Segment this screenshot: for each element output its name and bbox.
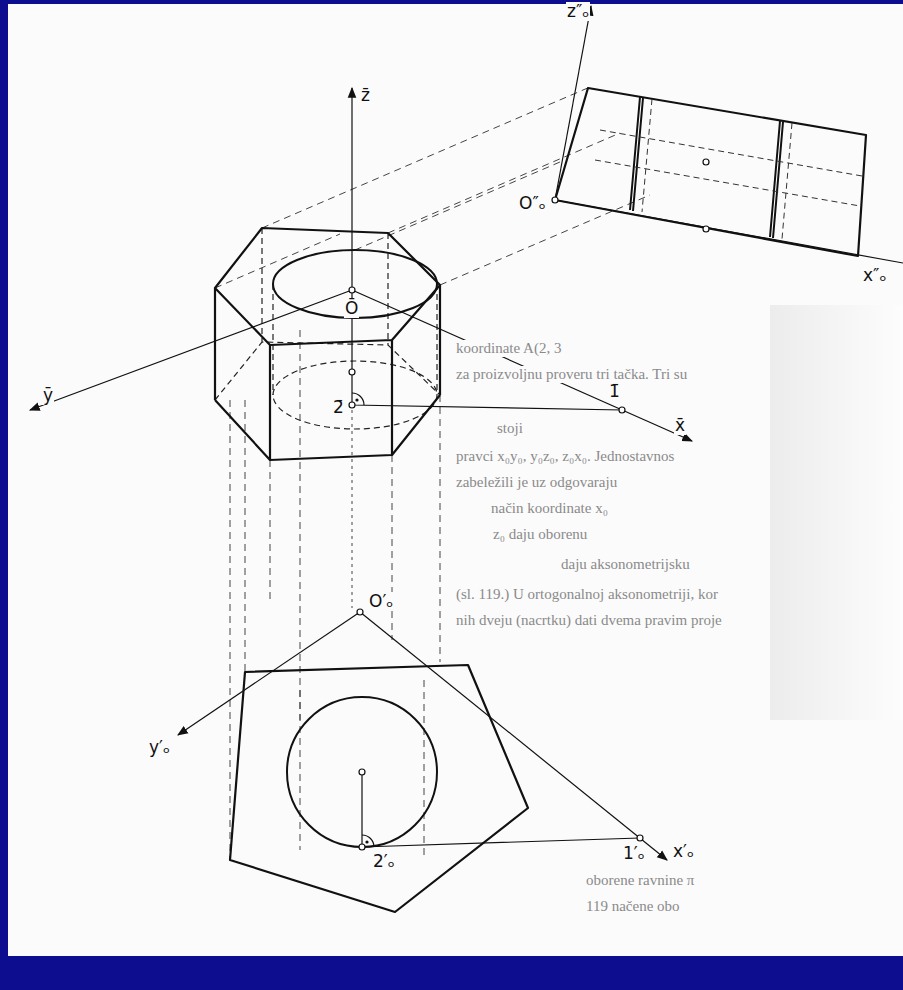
axis-label: z″ₒ: [566, 2, 590, 21]
point: [349, 287, 355, 293]
axis-label: x̄: [674, 416, 686, 435]
axis-label: ȳ: [42, 386, 54, 405]
background-text: nih dveju (nacrtku) dati dvema pravim pr…: [455, 612, 723, 629]
axis-label: z̄: [360, 86, 371, 105]
point: [359, 769, 365, 775]
point: [349, 369, 355, 375]
point: [552, 197, 558, 203]
background-text: način koordinate x₀: [490, 500, 609, 517]
axis-label: y′ₒ: [148, 738, 171, 757]
y-axis: [30, 290, 352, 410]
projection-line: [215, 87, 650, 858]
point-label: 1′ₒ: [622, 844, 646, 863]
point-label: O″ₒ: [518, 194, 547, 213]
point: [359, 844, 365, 850]
y-axis: [178, 612, 360, 735]
background-text: pravci x₀y₀, y₀z₀, z₀x₀. Jednostavnos: [455, 448, 675, 465]
point: [637, 835, 643, 841]
point: [703, 226, 709, 232]
point-label: O′ₒ: [368, 592, 394, 611]
background-text: za proizvoljnu proveru tri tačka. Tri su: [455, 366, 688, 383]
points: [357, 609, 643, 850]
point-label: 2′ₒ: [372, 852, 396, 871]
point: [703, 159, 709, 165]
background-text: (sl. 119.) U ortogonalnoj aksonometriji,…: [455, 586, 719, 603]
background-text: koordinate A(2, 3: [455, 340, 562, 357]
background-text: oborene ravnine π: [585, 872, 695, 889]
point-label: 2̄: [332, 398, 345, 417]
overlay-panel: [770, 305, 903, 720]
right-angle-dot: [355, 398, 358, 401]
point: [357, 609, 363, 615]
hole-edge: [630, 97, 783, 238]
x-axis: [352, 290, 692, 441]
points: [552, 159, 709, 232]
point: [619, 407, 625, 413]
background-text: 119 načene obo: [585, 898, 681, 915]
construction-line: [352, 290, 622, 410]
construction-line: [362, 772, 640, 847]
hole-outline: [273, 250, 437, 318]
hidden-edge: [595, 99, 862, 239]
projection-line: [352, 410, 353, 608]
scanned-page: [8, 4, 903, 956]
point: [349, 402, 355, 408]
side-view-outline: [555, 88, 866, 256]
point-label: Ō: [344, 299, 359, 318]
prism-outline: [215, 228, 440, 460]
background-text: z₀ daju oborenu: [492, 526, 588, 543]
background-text: daju aksonometrijsku: [560, 556, 691, 573]
z-axis: [555, 6, 591, 200]
background-text: stoji: [496, 420, 524, 437]
right-angle-dot: [365, 840, 368, 843]
axis-label: x″ₒ: [862, 266, 887, 285]
z-axis: [351, 88, 352, 290]
points: [349, 287, 625, 413]
point-label: 1̄: [608, 382, 621, 401]
hidden-hole-edge: [273, 361, 437, 429]
background-text: zabeležili je uz odgovaraju: [455, 474, 618, 491]
pentagon-outline: [230, 665, 528, 912]
x-axis: [360, 612, 667, 860]
axis-label: x′ₒ: [672, 842, 695, 861]
